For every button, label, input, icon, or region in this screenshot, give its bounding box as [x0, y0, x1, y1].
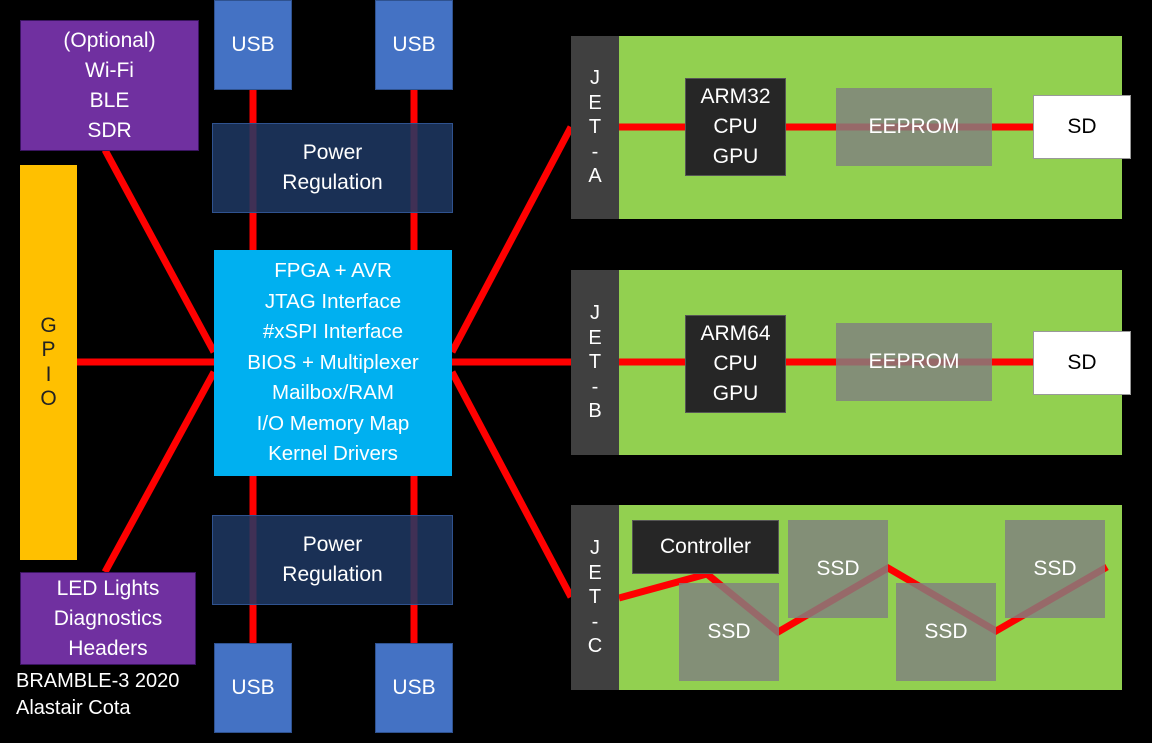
usb-label: USB: [392, 676, 436, 699]
jet-c-ssd: SSD: [679, 583, 779, 681]
jet-b-sd-card: SD: [1033, 331, 1131, 395]
jet-b-processor-line: CPU: [713, 352, 758, 375]
power-line-1: Power: [302, 141, 363, 164]
jet-c-ssd: SSD: [788, 520, 888, 618]
jet-c-ssd-label: SSD: [707, 620, 751, 643]
wireless-line-2: Wi-Fi: [85, 58, 134, 82]
jet-c-header-char: J: [590, 537, 600, 560]
line-wireless: [101, 148, 218, 354]
jet-a-header-char: E: [588, 91, 602, 114]
usb-label: USB: [231, 33, 275, 56]
jet-a-eeprom: EEPROM: [836, 88, 992, 166]
credit-line-1: BRAMBLE-3 2020: [16, 670, 180, 692]
jet-b-processor-line: ARM64: [700, 322, 771, 345]
jet-c-ssd: SSD: [1005, 520, 1105, 618]
led-box: LED Lights Diagnostics Headers: [20, 572, 196, 665]
credit-text: BRAMBLE-3 2020 Alastair Cota: [16, 668, 179, 722]
usb-port-bottom-right: USB: [375, 643, 453, 733]
jet-c-header: J E T - C: [571, 505, 619, 690]
power-regulation-bottom: Power Regulation: [212, 515, 453, 605]
fpga-line-3: #xSPI Interface: [262, 320, 404, 344]
jet-c-header-char: -: [591, 610, 599, 633]
fpga-line-5: Mailbox/RAM: [272, 381, 394, 405]
jet-a-header-char: T: [588, 116, 602, 139]
credit-line-2: Alastair Cota: [16, 697, 131, 719]
fpga-box: FPGA + AVR JTAG Interface #xSPI Interfac…: [214, 250, 452, 476]
gpio-box: G P I O: [20, 165, 77, 560]
gpio-letter-4: O: [40, 387, 57, 410]
jet-b-header: J E T - B: [571, 270, 619, 455]
led-line-2: Diagnostics: [53, 606, 163, 630]
jet-b-header-char: E: [588, 326, 602, 349]
led-line-3: Headers: [68, 636, 148, 660]
jet-b-sd-label: SD: [1067, 351, 1097, 374]
jet-a-processor-line: GPU: [712, 145, 759, 168]
wireless-line-1: (Optional): [63, 28, 156, 52]
usb-label: USB: [392, 33, 436, 56]
jet-a-processor: ARM32 CPU GPU: [685, 78, 786, 176]
power-line-1: Power: [302, 533, 363, 556]
jet-b-header-char: T: [588, 351, 602, 374]
jet-c-controller-label: Controller: [659, 535, 752, 558]
jet-b-header-char: B: [588, 400, 602, 423]
jet-a-header-char: A: [588, 165, 602, 188]
fpga-line-6: I/O Memory Map: [256, 411, 410, 435]
line-jet-c: [448, 370, 575, 599]
power-regulation-top: Power Regulation: [212, 123, 453, 213]
power-line-2: Regulation: [282, 563, 383, 586]
jet-c-ssd-label: SSD: [924, 620, 968, 643]
jet-c-header-char: E: [588, 561, 602, 584]
jet-c-controller: Controller: [632, 520, 779, 574]
jet-b-eeprom: EEPROM: [836, 323, 992, 401]
jet-c-header-char: C: [587, 635, 603, 658]
fpga-line-4: BIOS + Multiplexer: [247, 350, 419, 374]
wireless-line-4: SDR: [87, 118, 132, 142]
usb-port-bottom-left: USB: [214, 643, 292, 733]
jet-a-header-char: J: [590, 67, 600, 90]
jet-a-sd-label: SD: [1067, 115, 1097, 138]
jet-a-header-char: -: [591, 140, 599, 163]
jet-c-ssd-label: SSD: [1033, 557, 1077, 580]
usb-label: USB: [231, 676, 275, 699]
jet-b-eeprom-label: EEPROM: [868, 350, 960, 373]
power-line-2: Regulation: [282, 171, 383, 194]
jet-b-processor-line: GPU: [712, 382, 759, 405]
jet-c-ssd-label: SSD: [816, 557, 860, 580]
jet-a-header: J E T - A: [571, 36, 619, 219]
gpio-letter-2: P: [41, 338, 56, 361]
fpga-line-2: JTAG Interface: [264, 289, 402, 313]
jet-b-header-char: -: [591, 375, 599, 398]
gpio-letter-3: I: [45, 362, 52, 386]
jet-b-header-char: J: [590, 302, 600, 325]
wireless-box: (Optional) Wi-Fi BLE SDR: [20, 20, 199, 151]
wireless-line-3: BLE: [89, 88, 130, 112]
fpga-line-7: Kernel Drivers: [268, 442, 398, 466]
jet-a-sd-card: SD: [1033, 95, 1131, 159]
usb-port-top-right: USB: [375, 0, 453, 90]
line-led: [101, 370, 218, 574]
jet-c-ssd: SSD: [896, 583, 996, 681]
jet-b-processor: ARM64 CPU GPU: [685, 315, 786, 413]
jet-a-processor-line: ARM32: [700, 85, 771, 108]
jet-a-processor-line: CPU: [713, 115, 758, 138]
gpio-letter-1: G: [40, 313, 57, 337]
jet-c-header-char: T: [588, 586, 602, 609]
led-line-1: LED Lights: [56, 576, 160, 600]
fpga-line-1: FPGA + AVR: [274, 259, 392, 283]
line-jet-a: [448, 125, 575, 354]
usb-port-top-left: USB: [214, 0, 292, 90]
jet-a-eeprom-label: EEPROM: [868, 115, 960, 138]
